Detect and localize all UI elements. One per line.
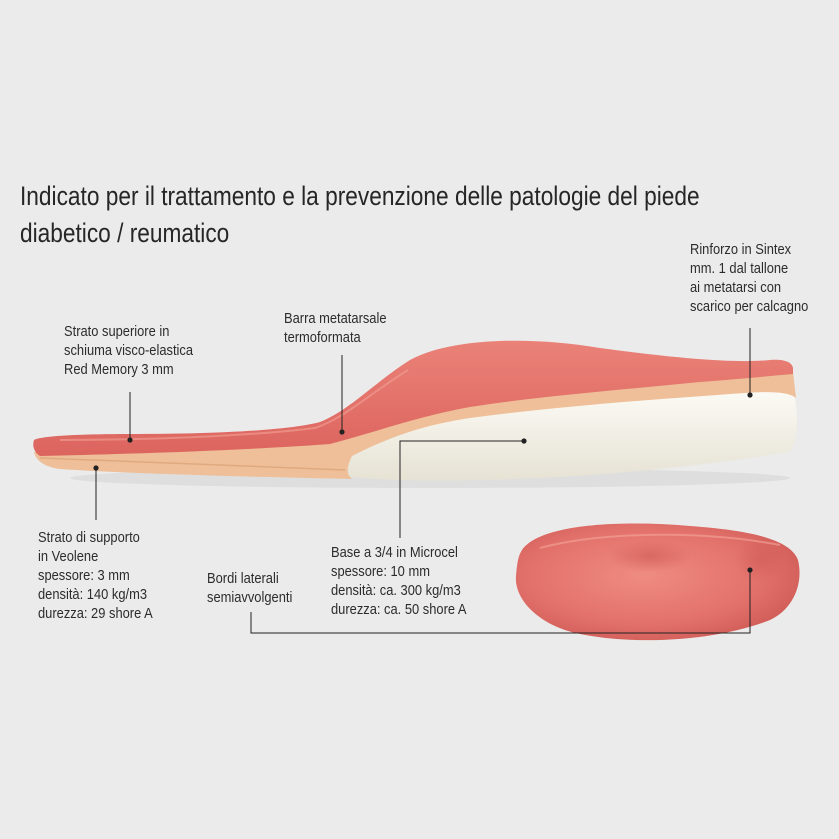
label-support-layer: Strato di supporto in Veolene spessore: … — [38, 529, 153, 622]
leader-lines — [95, 328, 751, 634]
main-title: Indicato per il trattamento e la prevenz… — [20, 178, 700, 252]
insole-top-view — [515, 523, 800, 641]
label-reinforcement: Rinforzo in Sintex mm. 1 dal tallone ai … — [690, 241, 809, 315]
label-top-layer: Strato superiore in schiuma visco-elasti… — [64, 323, 194, 378]
label-base: Base a 3/4 in Microcel spessore: 10 mm d… — [331, 544, 467, 618]
title-line-2: diabetico / reumatico — [20, 218, 230, 248]
label-metatarsal-bar: Barra metatarsale termoformata — [284, 310, 387, 346]
leader-side-edges — [250, 570, 751, 634]
insole-side-view — [33, 340, 798, 488]
leader-dots — [93, 392, 753, 573]
leader-base — [399, 440, 524, 538]
label-side-edges: Bordi laterali semiavvolgenti — [207, 570, 293, 606]
red-memory-top-layer — [33, 340, 793, 456]
title-line-1: Indicato per il trattamento e la prevenz… — [20, 181, 700, 211]
veolene-support-layer — [34, 371, 796, 479]
microcel-base-layer — [338, 391, 798, 481]
